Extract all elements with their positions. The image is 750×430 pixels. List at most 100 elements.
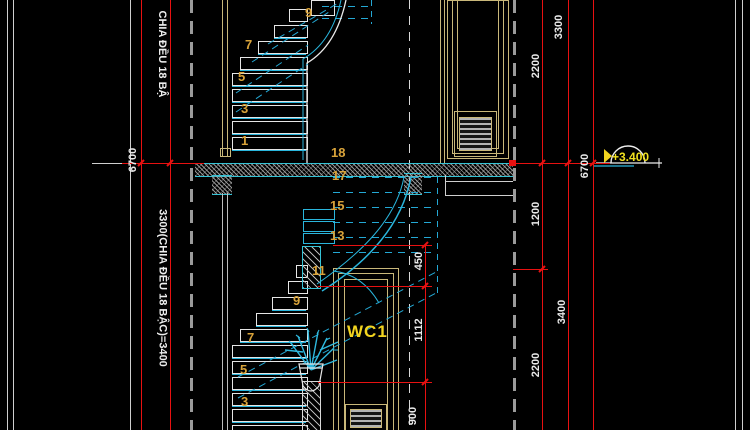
hidden-tread-line <box>333 237 437 238</box>
dim-text-3400: 3400 <box>556 299 568 325</box>
edge-line <box>735 0 736 430</box>
dim-text-900: 900 <box>407 406 419 426</box>
stringer-step <box>303 209 335 220</box>
step-number-lower-3: 3 <box>241 394 249 409</box>
tread-line <box>240 342 306 343</box>
wall-line <box>222 193 223 430</box>
wc-door-panel <box>344 279 388 430</box>
step-number-lower-13: 13 <box>330 228 345 243</box>
room-label-wc1: WC1 <box>347 322 388 341</box>
wc-door-leaf <box>338 273 394 430</box>
tread-line <box>232 118 306 119</box>
plant-pot <box>298 363 324 392</box>
dim-text-1112: 1112 <box>413 318 425 342</box>
dim-text-3300: 3300 <box>553 14 565 40</box>
hidden-tread-line <box>333 207 437 208</box>
dim-line-450 <box>333 245 432 246</box>
wc-louver <box>350 409 382 428</box>
dim-line-1112-top <box>318 286 432 287</box>
step-number-lower-7: 7 <box>247 330 255 345</box>
step-number-landing-18: 18 <box>331 145 346 160</box>
grid-centerline-right <box>513 0 516 430</box>
edge-line <box>13 0 14 430</box>
step-number-upper-1: 1 <box>241 133 249 148</box>
door-jamb-line <box>444 0 445 163</box>
wall-line <box>222 0 223 156</box>
hidden-stair-edge <box>437 177 438 295</box>
hidden-line-top <box>322 18 372 19</box>
landing-line <box>445 175 446 195</box>
stringer-step <box>303 221 335 232</box>
dim-line-left-total <box>141 0 142 430</box>
tread <box>272 297 308 310</box>
tread <box>256 313 308 326</box>
dim-tick-line-1200 <box>513 269 548 270</box>
step-number-upper-9: 9 <box>305 5 313 20</box>
wall-line <box>227 0 228 156</box>
dim-text-450: 450 <box>413 251 425 271</box>
dim-text-left-upper: CHIA ĐỀU 18 BẬ <box>156 10 168 98</box>
floor-slab <box>195 163 513 177</box>
dim-text-1200: 1200 <box>530 201 542 227</box>
step-number-upper-5: 5 <box>238 69 246 84</box>
tread-line <box>232 86 306 87</box>
tread-line <box>274 38 306 39</box>
tread <box>232 345 308 358</box>
stair-volute-curves <box>302 0 412 304</box>
hidden-line-top <box>371 0 372 24</box>
step-number-lower-5: 5 <box>240 362 248 377</box>
dimension-ticks <box>137 159 597 386</box>
elevation-text: +3.400 <box>612 150 650 164</box>
edge-line <box>742 0 743 430</box>
dim-text-2200-bottom: 2200 <box>530 352 542 378</box>
tread <box>289 9 308 22</box>
extension-line <box>92 163 122 164</box>
hidden-tread-line <box>333 177 437 178</box>
tread-line <box>232 358 306 359</box>
hidden-tread-line <box>333 192 437 193</box>
step-number-upper-7: 7 <box>245 37 253 52</box>
landing-line <box>445 195 513 196</box>
tread-line <box>258 54 306 55</box>
edge-line <box>130 0 131 430</box>
hidden-tread-line <box>333 222 437 223</box>
tread-line <box>232 422 306 423</box>
dim-text-2200-top: 2200 <box>530 53 542 79</box>
wall-section-hatch <box>302 246 321 289</box>
level-marker-dot <box>509 160 516 166</box>
wc-louver-frame <box>345 404 387 430</box>
edge-line <box>7 0 8 430</box>
dim-line-left-segment <box>170 0 171 430</box>
tread-line <box>256 326 306 327</box>
wall-line <box>227 193 228 430</box>
hidden-tread-line <box>333 252 437 253</box>
tread <box>240 329 308 342</box>
step-number-upper-3: 3 <box>241 101 249 116</box>
dim-text-left-6700: 6700 <box>127 147 139 173</box>
tread-line <box>232 134 306 135</box>
tread-line <box>272 310 306 311</box>
vent-louver-frame <box>454 111 497 157</box>
dim-line-right-total <box>593 0 594 430</box>
stringer-step <box>303 233 335 244</box>
tread <box>274 25 308 38</box>
tread-line <box>232 406 306 407</box>
step-number-lower-15: 15 <box>330 198 345 213</box>
extension-dashed-line <box>409 0 410 430</box>
tread-line <box>232 102 306 103</box>
tread-line <box>232 150 306 151</box>
landing-line <box>445 181 513 182</box>
step-number-lower-17: 17 <box>332 168 347 183</box>
hidden-diagonal-lines <box>235 1 439 399</box>
tread-line <box>232 390 306 391</box>
vent-louver <box>459 117 492 151</box>
dim-text-right-6700: 6700 <box>579 153 591 179</box>
wall-section-hatch <box>302 381 321 430</box>
hidden-line-top <box>322 6 372 7</box>
tread-line <box>232 374 306 375</box>
level-line-left <box>118 163 204 164</box>
door-jamb-line <box>440 0 441 163</box>
dim-line-right-1 <box>542 0 543 430</box>
